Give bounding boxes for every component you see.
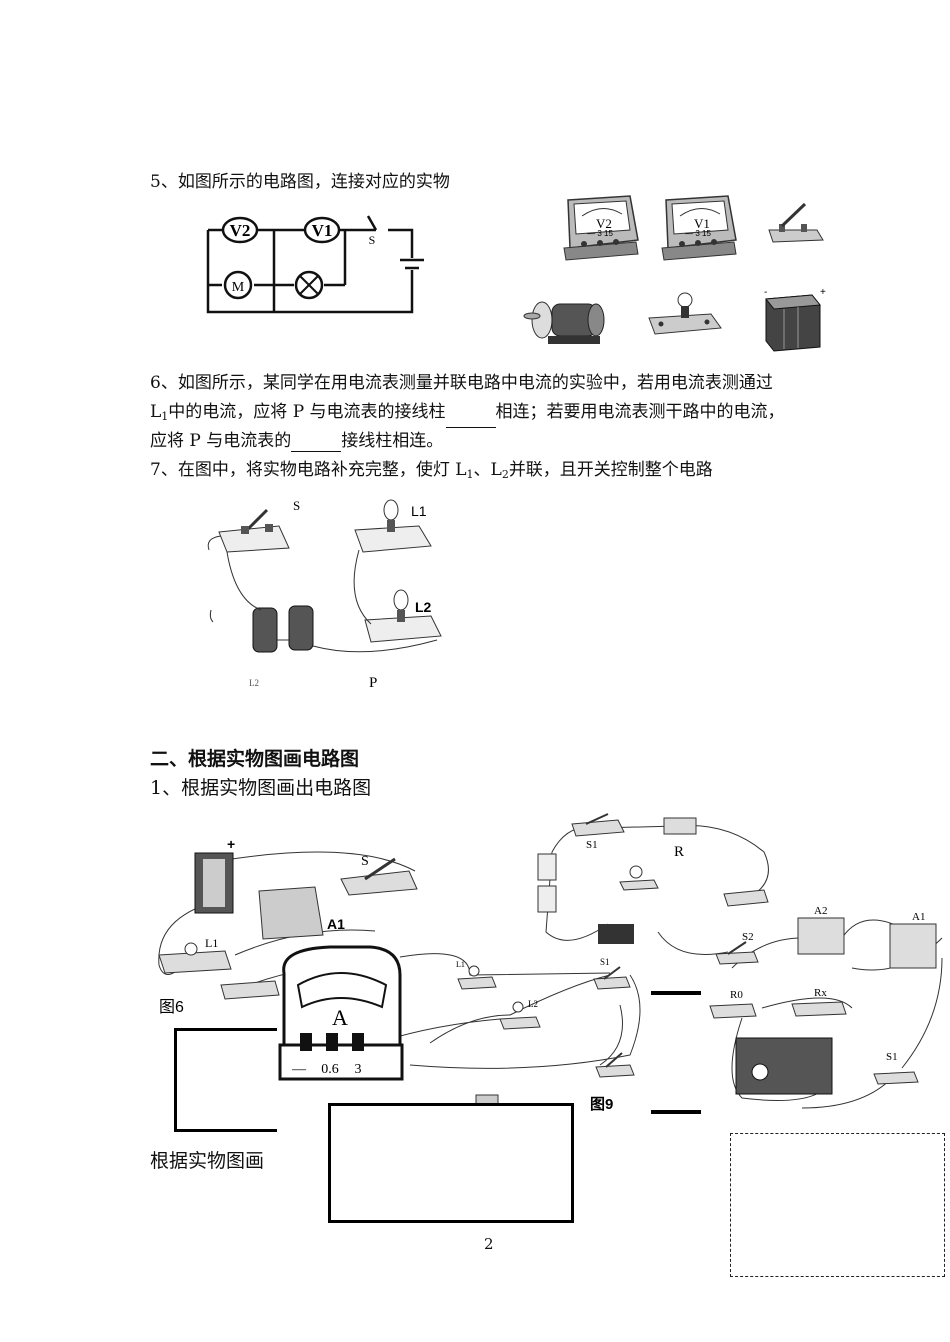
q6-text-b: 中的电流，应将 P 与电流表的接线柱 bbox=[168, 402, 446, 422]
figr-rx: Rx bbox=[814, 987, 827, 999]
fig9-scale-06: 0.6 bbox=[321, 1062, 339, 1077]
label-v2: V2 bbox=[230, 221, 251, 240]
fig9-a: A bbox=[332, 1005, 348, 1030]
fig9-label: 图9 bbox=[590, 1096, 613, 1113]
q7-sub-1: 1 bbox=[466, 468, 474, 481]
motor-fan-image bbox=[523, 301, 605, 344]
fig9-scale-minus: — bbox=[291, 1062, 307, 1077]
q6-text-d: 应将 P 与电流表的 bbox=[150, 431, 292, 451]
question-7: 7、在图中，将实物电路补充完整，使灯 L1、L2并联，且开关控制整个电路 bbox=[150, 459, 713, 486]
question-6-line-1: 6、如图所示，某同学在用电流表测量并联电路中电流的实验中，若用电流表测通过 bbox=[150, 373, 773, 393]
fig9-s1: S1 bbox=[600, 957, 610, 967]
fig6-a1: A1 bbox=[327, 916, 345, 932]
fig7-p: P bbox=[369, 675, 377, 691]
answer-box-dashed[interactable] bbox=[730, 1133, 945, 1277]
question-5: 5、如图所示的电路图，连接对应的实物 bbox=[150, 172, 450, 192]
question-6-line-2: L1中的电流，应将 P 与电流表的接线柱 相连；若要用电流表测干路中的电流， bbox=[150, 401, 785, 428]
fig7-l1: L1 bbox=[411, 503, 427, 519]
answer-blank-1[interactable] bbox=[445, 411, 496, 428]
meter-v2-scale: — 3 15 bbox=[587, 229, 613, 238]
q7-sub-2: 2 bbox=[501, 468, 509, 481]
figtm-s1: S1 bbox=[586, 839, 598, 851]
q7-text-c: 并联，且开关控制整个电路 bbox=[508, 460, 713, 480]
caption-partial: 根据实物图画 bbox=[150, 1150, 265, 1172]
divider-line bbox=[651, 1110, 701, 1114]
fig6-s: S bbox=[361, 854, 369, 869]
meter-v1-label: V1 bbox=[694, 216, 710, 231]
meter-v1-scale: — 3 15 bbox=[685, 229, 711, 238]
figure-9: A — 0.6 3 L1 L2 S1 图9 bbox=[278, 945, 641, 1122]
figure-right-circuit: S2 A2 A1 R0 Rx S1 bbox=[709, 905, 943, 1109]
q6-text-e: 接线柱相连。 bbox=[341, 431, 444, 451]
label-m: M bbox=[232, 280, 245, 295]
figtm-r: R bbox=[674, 844, 684, 860]
fig7-l2-small: L2 bbox=[249, 678, 259, 688]
figure-q7-circuit: S L1 L2 L2 P bbox=[207, 498, 442, 691]
meter-v2-label: V2 bbox=[596, 216, 612, 231]
figr-a1: A1 bbox=[912, 911, 925, 923]
switch-image bbox=[768, 202, 824, 243]
lamp-holder-image bbox=[648, 292, 722, 335]
fig7-s: S bbox=[293, 498, 300, 513]
fig6-label: 图6 bbox=[159, 999, 184, 1016]
figr-a2: A2 bbox=[814, 905, 827, 917]
question-6-line-3: 应将 P 与电流表的 接线柱相连。 bbox=[150, 430, 443, 452]
fig9-l2: L2 bbox=[528, 999, 538, 1009]
circuit-diagram-q5: V2 V1 M S bbox=[206, 215, 424, 314]
voltmeter-v2-image: V2 — 3 15 bbox=[563, 195, 639, 261]
answer-box-middle[interactable] bbox=[328, 1103, 574, 1223]
q6-text-c: 相连；若要用电流表测干路中的电流， bbox=[495, 402, 785, 422]
battery-box-image: - + bbox=[764, 287, 826, 352]
voltmeter-v1-image: V1 — 3 15 bbox=[661, 195, 737, 261]
svg-text:-: - bbox=[764, 287, 767, 298]
figr-r0: R0 bbox=[730, 989, 743, 1001]
svg-text:+: + bbox=[820, 287, 826, 298]
q7-text-a: 7、在图中，将实物电路补充完整，使灯 L bbox=[150, 460, 467, 480]
figr-s1: S1 bbox=[886, 1051, 898, 1063]
divider-line bbox=[651, 991, 701, 995]
q6-l: L bbox=[150, 402, 162, 422]
figure-6: + S A1 L1 图6 bbox=[158, 836, 418, 1016]
label-s: S bbox=[369, 233, 376, 247]
answer-box-left[interactable] bbox=[174, 1028, 277, 1132]
section-2-heading: 二、根据实物图画电路图 bbox=[150, 748, 360, 770]
q6-l-sub: 1 bbox=[161, 410, 169, 423]
fig7-l2: L2 bbox=[415, 599, 432, 615]
fig6-l1: L1 bbox=[205, 936, 218, 950]
label-v1: V1 bbox=[312, 221, 333, 240]
section-2-item-1: 1、根据实物图画出电路图 bbox=[150, 777, 372, 799]
svg-text:+: + bbox=[227, 836, 235, 852]
q7-text-b: 、L bbox=[473, 460, 502, 480]
fig9-l1: L1 bbox=[456, 960, 465, 969]
page-number: 2 bbox=[484, 1235, 494, 1253]
figr-s2: S2 bbox=[742, 931, 754, 943]
fig9-scale-3: 3 bbox=[355, 1062, 362, 1077]
answer-blank-2[interactable] bbox=[291, 435, 342, 452]
